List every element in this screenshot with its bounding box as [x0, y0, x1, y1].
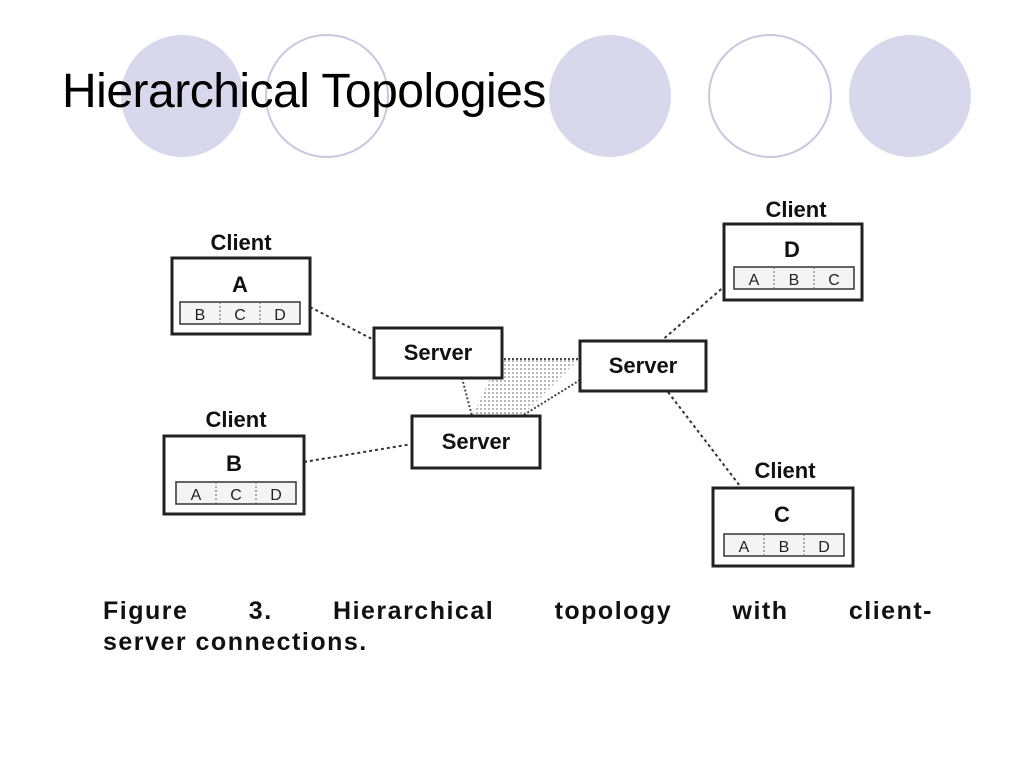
client-caption: Client: [765, 197, 827, 222]
decor-circle-filled: [849, 35, 971, 157]
slot-label: B: [195, 307, 206, 324]
client-a: Client A B C D: [170, 230, 312, 336]
server-box: [372, 326, 504, 380]
link-server1-server3: [461, 377, 473, 417]
slot-bar: [733, 266, 855, 290]
link-clientD-server: [659, 284, 727, 343]
server-2: Server: [578, 339, 708, 393]
link-clientC-server: [667, 391, 741, 487]
client-caption: Client: [754, 458, 816, 483]
decorative-circles: [121, 34, 971, 158]
server-1: Server: [372, 326, 504, 380]
client-b: Client B A C D: [162, 407, 306, 516]
slot-bar: [179, 301, 301, 325]
slot-label: C: [234, 307, 246, 324]
server-links: [461, 358, 581, 417]
client-links: [303, 284, 741, 487]
figure-caption-line-1: Figure 3. Hierarchical topology with cli…: [103, 597, 933, 625]
slot-label: D: [274, 307, 286, 324]
decor-circle-outline: [265, 34, 389, 158]
client-id: B: [226, 451, 242, 476]
figure-caption: Figure 3. Hierarchical topology with cli…: [103, 596, 933, 658]
slot-bar: [175, 481, 297, 505]
client-caption: Client: [205, 407, 267, 432]
server-box: [578, 339, 708, 393]
slot-label: A: [739, 539, 750, 556]
decor-circle-filled: [121, 35, 243, 157]
topology-diagram: Client A B C D Client B A C D Client C A…: [162, 197, 864, 568]
slot-label: A: [191, 487, 202, 504]
client-c: Client C A B D: [711, 458, 855, 568]
decor-circle-outline: [708, 34, 832, 158]
server-label: Server: [609, 353, 678, 378]
link-server2-server3: [521, 379, 581, 417]
slot-label: A: [749, 272, 760, 289]
slot-label: D: [818, 539, 830, 556]
client-id: A: [232, 272, 248, 297]
slot-label: C: [230, 487, 242, 504]
server-box: [410, 414, 542, 470]
link-clientB-server: [303, 443, 413, 463]
server-label: Server: [404, 340, 473, 365]
figure-caption-line-2: server connections.: [103, 628, 368, 656]
decor-circle-filled: [549, 35, 671, 157]
slot-label: C: [828, 272, 840, 289]
server-3: Server: [410, 414, 542, 470]
client-id: D: [784, 237, 800, 262]
client-id: C: [774, 502, 790, 527]
client-d: Client D A B C: [722, 197, 864, 302]
slot-bar: [723, 533, 845, 557]
link-clientA-server: [309, 306, 375, 341]
client-caption: Client: [210, 230, 272, 255]
server-label: Server: [442, 429, 511, 454]
slide-title: Hierarchical Topologies: [62, 65, 546, 118]
slot-label: B: [789, 272, 800, 289]
slot-label: D: [270, 487, 282, 504]
slot-label: B: [779, 539, 790, 556]
